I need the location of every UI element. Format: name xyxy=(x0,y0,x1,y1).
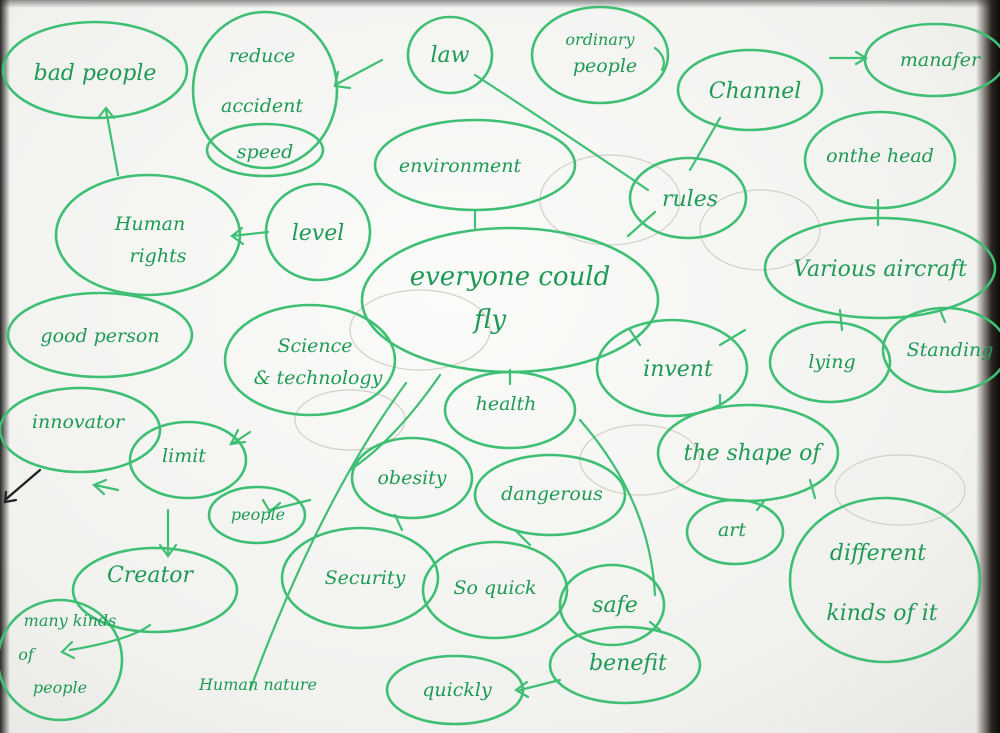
bubble-different-kinds xyxy=(788,496,982,664)
bubble-health xyxy=(443,370,577,450)
label-quickly: quickly xyxy=(422,679,492,701)
label-safe: safe xyxy=(592,593,638,618)
bubble-many-kinds xyxy=(0,598,124,722)
label-science: Science xyxy=(277,335,352,357)
label-different: different xyxy=(830,541,926,566)
bubble-standing xyxy=(881,306,1000,394)
label-art: art xyxy=(718,519,746,541)
ghost-marks xyxy=(294,154,966,526)
label-human-nature: Human nature xyxy=(198,675,317,694)
bubble-channel xyxy=(676,48,824,132)
label-central-line1: everyone could xyxy=(410,262,611,292)
bubble-innovator xyxy=(0,386,162,474)
bubble-level xyxy=(264,182,372,282)
label-rules: rules xyxy=(662,187,718,212)
bubble-so-quick xyxy=(421,540,569,640)
bubble-creator xyxy=(71,546,239,634)
bubble-reduce-accident xyxy=(191,10,339,170)
bubble-benefit xyxy=(548,625,702,705)
bubble-security xyxy=(280,526,440,630)
label-people: people xyxy=(231,505,285,524)
label-many-kinds: many kinds xyxy=(24,611,117,630)
label-invent: invent xyxy=(643,357,713,382)
label-law: law xyxy=(431,43,470,68)
label-bad-people: bad people xyxy=(34,61,157,86)
bubble-manafer xyxy=(863,22,1000,98)
label-limit: limit xyxy=(162,445,206,467)
bubble-good-person xyxy=(6,291,194,379)
bubble-human-rights xyxy=(54,173,242,297)
bubble-invent xyxy=(595,318,749,418)
label-speed: speed xyxy=(237,141,294,163)
bubble-central xyxy=(360,226,660,374)
label-obesity: obesity xyxy=(377,467,446,489)
bubble-bad-people xyxy=(1,20,189,120)
label-environment: environment xyxy=(399,155,522,177)
bubble-science-technology xyxy=(223,303,397,417)
bubble-ordinary-people xyxy=(530,5,670,105)
bubble-dangerous xyxy=(473,453,627,537)
label-lying: lying xyxy=(808,351,855,373)
label-channel: Channel xyxy=(709,79,802,104)
label-the-shape-of: the shape of xyxy=(683,441,824,466)
label-of: of xyxy=(18,645,37,664)
label-ordinary: ordinary xyxy=(565,30,635,49)
bubble-art xyxy=(685,498,785,566)
label-security: Security xyxy=(325,567,406,589)
bubble-safe xyxy=(558,563,666,647)
label-standing: Standing xyxy=(907,339,994,361)
bubble-quickly xyxy=(385,654,525,726)
label-manafer: manafer xyxy=(900,49,982,71)
label-reduce: reduce xyxy=(229,45,296,67)
label-level: level xyxy=(292,221,345,246)
bubble-obesity xyxy=(350,436,474,520)
label-so-quick: So quick xyxy=(453,577,536,599)
node-labels: bad people reduce accident speed law ord… xyxy=(18,30,993,701)
label-good-person: good person xyxy=(40,325,159,347)
label-rights: rights xyxy=(130,245,187,267)
label-accident: accident xyxy=(221,95,303,117)
top-shadow xyxy=(0,0,1000,8)
label-creator: Creator xyxy=(107,563,195,588)
bubble-speed xyxy=(205,122,325,178)
label-human: Human xyxy=(114,213,185,235)
bubble-people xyxy=(207,485,307,545)
label-ordinary-people: people xyxy=(573,55,637,77)
label-benefit: benefit xyxy=(589,651,667,676)
bubbles xyxy=(0,5,1000,726)
bubble-limit xyxy=(128,420,248,500)
label-dangerous: dangerous xyxy=(501,483,603,505)
bubble-on-the-head xyxy=(803,110,957,210)
bubble-rules xyxy=(628,156,748,240)
label-innovator: innovator xyxy=(32,411,126,433)
label-technology: & technology xyxy=(254,367,383,389)
label-kinds-of-it: kinds of it xyxy=(826,601,937,626)
label-health: health xyxy=(476,393,537,415)
bubble-various-aircraft xyxy=(763,216,997,320)
label-various-aircraft: Various aircraft xyxy=(793,257,967,282)
label-on-the-head: onthe head xyxy=(826,145,934,167)
bubble-environment xyxy=(373,118,577,212)
label-people-2: people xyxy=(33,678,87,697)
right-shadow xyxy=(976,0,1000,733)
left-shadow xyxy=(0,0,10,733)
bubble-lying xyxy=(768,320,892,404)
bubble-law xyxy=(406,15,494,95)
label-central-line2: fly xyxy=(472,305,506,335)
